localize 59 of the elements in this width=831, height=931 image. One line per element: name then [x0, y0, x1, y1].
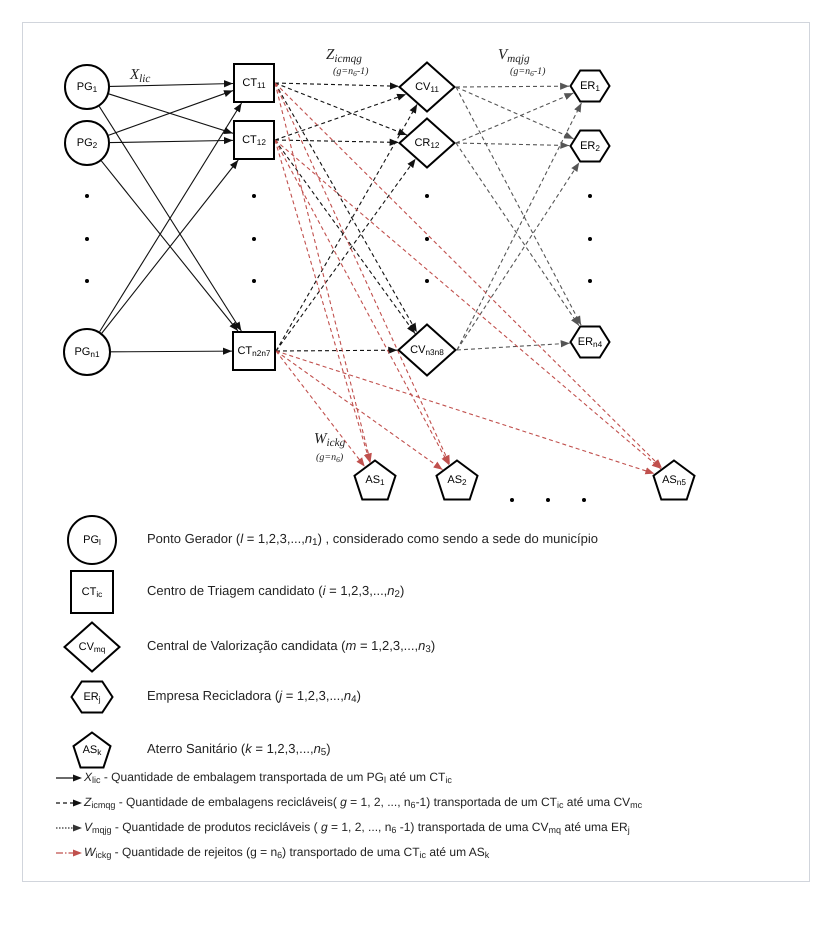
- arrow: [274, 82, 450, 465]
- sorting-center-box: CT$_{ic}$: [70, 570, 114, 614]
- arrow: [274, 140, 662, 470]
- valorization-diamond: CV$_{mq}$: [63, 621, 121, 673]
- arrow: [276, 158, 416, 352]
- legend-text: Z$_{icmqg}$ - Quantidade de embalagens recicláveis( g = 1, 2, ..., n$_{6}$-1) transportada de um CT$_{ic}$ até uma CV$_{mc}$: [84, 795, 642, 810]
- arrow: [274, 82, 399, 90]
- sorting-center-box: CT$_{11}$: [233, 63, 275, 103]
- arrow: [456, 142, 580, 326]
- arrow: [276, 104, 418, 352]
- arrow: [274, 94, 406, 141]
- arrow: [456, 86, 582, 326]
- valorization-diamond: CR$_{12}$: [398, 117, 456, 169]
- legend-description: Empresa Recicladora (j = 1,2,3,...,n$_{4}$): [147, 688, 361, 704]
- arrow: [274, 82, 408, 136]
- arrow: [456, 142, 570, 149]
- arrow: [111, 348, 232, 355]
- flow-variable-label: (g=n$_{6}$): [316, 451, 344, 465]
- recycler-hexagon: ER$_{1}$: [569, 69, 611, 103]
- legend-description: Ponto Gerador (l = 1,2,3,...,n$_{1}$) , considerado como sendo a sede do município: [147, 531, 598, 548]
- valorization-diamond: CV$_{11}$: [398, 61, 456, 113]
- arrow: [274, 140, 416, 334]
- arrow: [276, 346, 398, 354]
- valorization-diamond: CV$_{n3n8}$: [397, 323, 457, 377]
- recycler-hexagon: ER$_{2}$: [569, 129, 611, 163]
- arrow: [456, 340, 570, 351]
- flow-variable-label: W$_{ickg}$: [314, 430, 346, 450]
- recycler-hexagon: ER$_{j}$: [70, 680, 114, 714]
- recycler-hexagon: ER$_{n4}$: [569, 325, 611, 359]
- arrow: [456, 86, 574, 140]
- legend-description: Centro de Triagem candidato (i = 1,2,3,...,n$_{2}$): [147, 583, 404, 600]
- landfill-pentagon: AS$_{1}$: [353, 459, 397, 501]
- flow-variable-label: X$_{lic}$: [130, 66, 150, 86]
- arrow: [276, 350, 366, 467]
- legend-text: W$_{ickg}$ - Quantidade de rejeitos (g = n$_{6}$) transportado de uma CT$_{ic}$ até um AS$_{k}$: [84, 845, 490, 860]
- legend-description: Central de Valorização candidata (m = 1,2,3,...,n$_{3}$): [147, 638, 436, 654]
- landfill-pentagon: AS$_{k}$: [72, 731, 112, 769]
- flow-variable-label: V$_{mqjg}$: [498, 46, 530, 66]
- arrow: [276, 350, 655, 474]
- arrow: [456, 162, 580, 350]
- legend-text: X$_{lic}$ - Quantidade de embalagem transportada de um PG$_{l}$ até um CT$_{ic}$: [84, 770, 452, 785]
- landfill-pentagon: AS$_{n5}$: [652, 459, 696, 501]
- arrow: [276, 350, 443, 470]
- sorting-center-box: CT$_{n2n7}$: [232, 331, 276, 371]
- flow-variable-label: (g=n$_{6}$-1): [333, 65, 368, 79]
- flow-variable-label: Z$_{icmqg}$: [326, 46, 362, 66]
- landfill-pentagon: AS$_{2}$: [435, 459, 479, 501]
- arrow: [274, 82, 662, 468]
- flow-variable-label: (g=n$_{6}$-1): [510, 65, 546, 79]
- arrow: [274, 140, 450, 466]
- arrow: [456, 92, 574, 144]
- arrow: [110, 80, 234, 88]
- sorting-center-box: CT$_{12}$: [233, 120, 275, 160]
- arrow: [110, 136, 234, 144]
- arrow: [274, 138, 399, 146]
- legend-text: V$_{mqjg}$ - Quantidade de produtos recicláveis ( g = 1, 2, ..., n$_{6}$ -1) transportada de uma CV$_{mq}$ até uma ER$_{j}$: [84, 820, 630, 835]
- arrow: [456, 82, 570, 90]
- arrow: [456, 102, 582, 350]
- legend-description: Aterro Sanitário (k = 1,2,3,...,n$_{5}$): [147, 741, 331, 758]
